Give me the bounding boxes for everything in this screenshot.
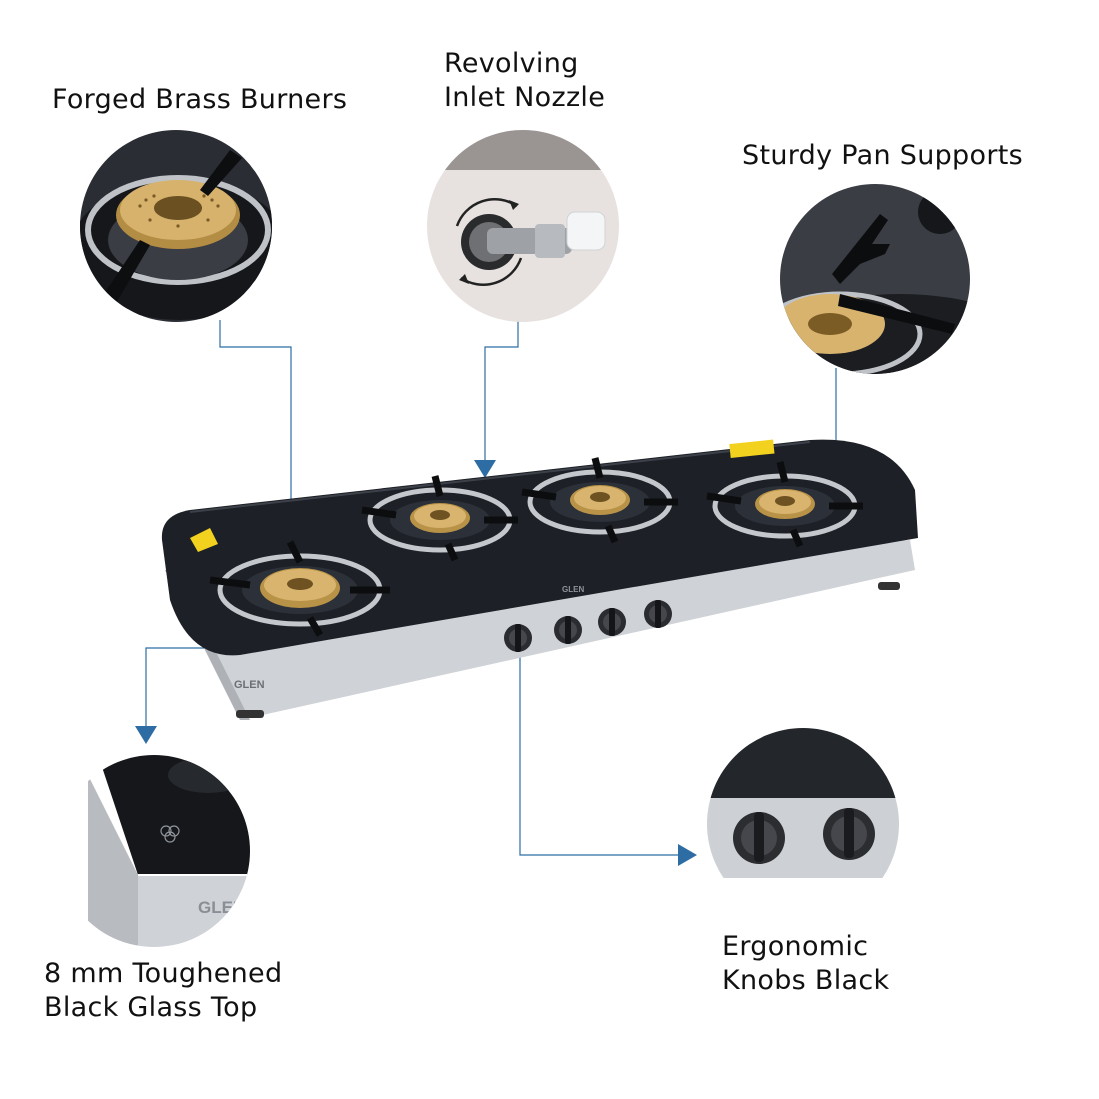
label-toughened-glass-top: 8 mm Toughened Black Glass Top: [44, 958, 283, 1023]
burner-front-left: [209, 540, 390, 637]
callout-knobs: [707, 728, 899, 920]
stove-top-brand-text: GLEN: [562, 585, 584, 594]
connector-nozzle: [484, 318, 519, 462]
knob-closeup-left: [733, 812, 785, 864]
callout-inlet-nozzle: [427, 130, 619, 322]
arrow-knobs-icon: [678, 844, 697, 866]
burner-back-middle: [521, 457, 678, 544]
knob-closeup-right: [823, 808, 875, 860]
gas-stove-product: GLEN GLEN: [161, 439, 918, 720]
knob-4: [644, 600, 672, 628]
burner-back-right: [706, 461, 863, 548]
stove-front-brand-text: GLEN: [234, 679, 265, 691]
connector-burners: [219, 320, 292, 580]
knob-1: [504, 624, 532, 652]
label-ergonomic-knobs: Ergonomic Knobs Black: [722, 931, 890, 996]
callout-glass-edge: GLEN: [58, 755, 250, 947]
arrow-nozzle-icon: [474, 460, 496, 478]
knob-3: [598, 608, 626, 636]
callout-brass-burner: [80, 130, 272, 322]
label-forged-brass-burners: Forged Brass Burners: [52, 84, 348, 115]
burner-back-left: [361, 475, 518, 562]
callout-pan-support: [780, 184, 970, 374]
connector-knobs: [519, 650, 680, 856]
knob-2: [554, 616, 582, 644]
arrow-glass-icon: [135, 726, 157, 744]
label-sturdy-pan-supports: Sturdy Pan Supports: [742, 140, 1023, 171]
label-revolving-inlet-nozzle: Revolving Inlet Nozzle: [444, 48, 606, 113]
